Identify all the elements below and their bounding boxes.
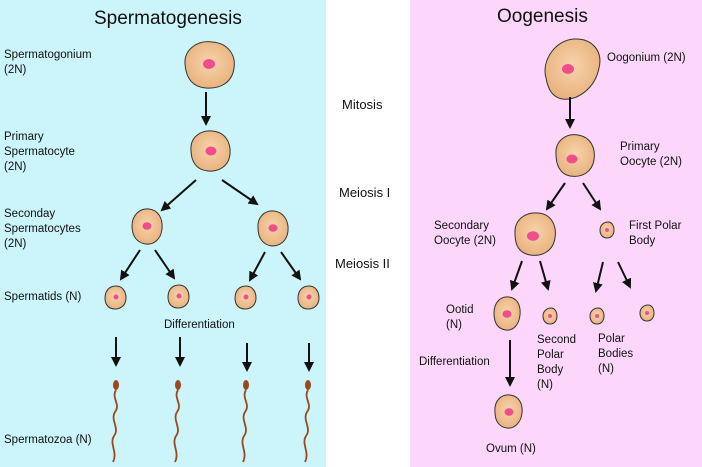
spermatozoa-label: Spermatozoa (N) xyxy=(4,434,92,446)
secondary-spermatocyte-cell-right xyxy=(257,210,289,247)
second-polar-body-cell xyxy=(542,307,558,325)
spermatid-cell-2 xyxy=(167,284,190,309)
first-polar-body-cell xyxy=(599,221,615,239)
ootid-label: Ootid (N) xyxy=(446,304,474,331)
primary-spermatocyte-label: Primary Spermatocyte (2N) xyxy=(4,131,75,173)
oocyte-differentiation-label: Differentiation xyxy=(419,356,490,368)
oogenesis-arrows xyxy=(505,97,632,387)
polar-body-cell-1 xyxy=(589,307,605,325)
spermatozoon-3 xyxy=(241,380,249,463)
secondary-oocyte-label: Secondary Oocyte (2N) xyxy=(434,220,496,247)
polar-bodies-label: Polar Bodies (N) xyxy=(598,333,634,375)
spermatozoon-1 xyxy=(111,380,119,463)
primary-spermatocyte-cell xyxy=(190,130,231,172)
ootid-cell xyxy=(493,296,521,331)
spermatid-cell-3 xyxy=(234,285,257,310)
primary-oocyte-label: Primary Oocyte (2N) xyxy=(620,141,682,168)
spermatid-cell-4 xyxy=(297,285,320,310)
spermatid-cell-1 xyxy=(104,285,127,310)
oogenesis-title: Oogenesis xyxy=(497,6,588,27)
oogonium-label: Oogonium (2N) xyxy=(607,52,686,64)
second-polar-body-label: Second Polar Body (N) xyxy=(537,334,577,391)
spermatogenesis-title: Spermatogenesis xyxy=(94,8,242,29)
secondary-spermatocytes-label: Seconday Spermatocytes (2N) xyxy=(4,208,81,250)
spermatogenesis-arrows xyxy=(111,92,314,372)
ovum-cell xyxy=(494,394,523,429)
spermatids-label: Spermatids (N) xyxy=(4,291,82,303)
sperm-differentiation-label: Differentiation xyxy=(164,319,235,331)
secondary-oocyte-cell xyxy=(514,212,556,256)
meiosis-1-stage-label: Meiosis I xyxy=(339,185,391,200)
spermatogonium-label: Spermatogonium (2N) xyxy=(4,49,92,76)
meiosis-2-stage-label: Meiosis II xyxy=(335,256,390,271)
ovum-label: Ovum (N) xyxy=(486,443,536,455)
first-polar-body-label: First Polar Body xyxy=(629,220,682,247)
polar-body-cell-2 xyxy=(639,304,655,322)
spermatozoon-2 xyxy=(173,380,181,463)
secondary-spermatocyte-cell-left xyxy=(131,208,163,245)
oogonium-cell xyxy=(544,38,601,100)
spermatozoon-4 xyxy=(303,380,311,463)
primary-oocyte-cell xyxy=(555,134,595,177)
spermatogonium-cell xyxy=(184,41,235,89)
mitosis-stage-label: Mitosis xyxy=(342,97,383,112)
